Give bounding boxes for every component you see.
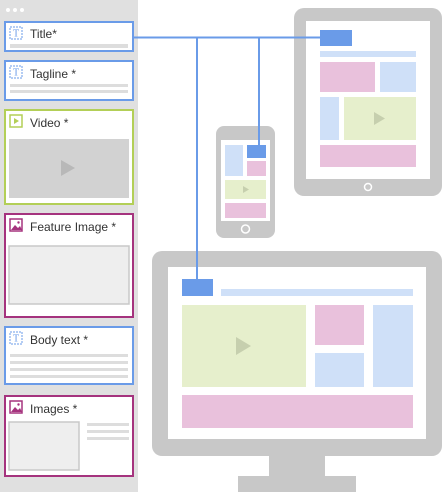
svg-text:T: T [13, 29, 19, 40]
phone [216, 126, 275, 238]
phone-title-block [247, 145, 266, 158]
image-icon [9, 218, 23, 232]
video-field[interactable]: Video * [4, 109, 134, 205]
phone-home-button [240, 224, 251, 234]
body-text-field-label: Body text * [30, 333, 88, 347]
video-icon [9, 114, 23, 128]
tagline-field[interactable]: T Tagline * [4, 60, 134, 101]
svg-text:T: T [13, 334, 19, 345]
title-field-label: Title* [30, 27, 57, 41]
tagline-field-label: Tagline * [30, 67, 76, 81]
image-placeholder [8, 245, 130, 305]
desktop-title-block [182, 279, 213, 296]
body-text-field[interactable]: T Body text * [4, 326, 134, 385]
tablet-title-block [320, 30, 352, 46]
images-field-label: Images * [30, 402, 78, 416]
cms-panel: T Title* T Tagline * Video * [0, 0, 138, 492]
svg-text:T: T [13, 68, 19, 79]
feature-image-field-label: Feature Image * [30, 220, 116, 234]
monitor-base [238, 476, 356, 492]
window-dots [6, 8, 24, 12]
image-icon [9, 400, 23, 414]
play-icon [61, 160, 75, 176]
desktop-monitor [152, 251, 442, 492]
tablet [294, 8, 442, 196]
tablet-home-button [363, 182, 373, 192]
title-connectors [133, 36, 320, 288]
title-field[interactable]: T Title* [4, 21, 134, 52]
text-icon: T [9, 65, 23, 79]
text-icon: T [9, 331, 23, 345]
monitor-neck [269, 456, 325, 478]
video-field-label: Video * [30, 116, 69, 130]
image-placeholder [8, 421, 80, 471]
text-icon: T [9, 26, 23, 40]
images-field[interactable]: Images * [4, 395, 134, 477]
feature-image-field[interactable]: Feature Image * [4, 213, 134, 318]
